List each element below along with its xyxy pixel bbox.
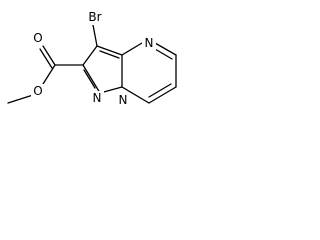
- bond-c6-c7-inner: [148, 83, 172, 98]
- bond-n1-c2: [82, 64, 101, 94]
- atom-bridgehead-nitrogen: N: [119, 93, 128, 107]
- atom-carbonyl-oxygen: O: [33, 31, 42, 45]
- chemical-structure-diagram: Br N N N O O: [7, 10, 177, 107]
- bond-n1-c2-inner: [83, 69, 96, 89]
- bond-n4-c5: [154, 42, 177, 56]
- bond-c3-br: [92, 24, 98, 47]
- atom-bromine: Br: [88, 10, 101, 24]
- bond-carbonyl-o-b: [39, 48, 53, 69]
- bond-c3-c3a-inner: [99, 50, 120, 59]
- atom-labels: Br N N N O O: [31, 10, 156, 107]
- bond-c3-c3a: [96, 45, 123, 56]
- bond-carbonyl-o-a: [42, 45, 56, 66]
- bond-c3a-n4: [121, 42, 143, 56]
- bond-c6-c7: [148, 86, 177, 104]
- atom-ester-oxygen: O: [33, 84, 42, 98]
- atom-pyrazole-nitrogen: N: [93, 91, 102, 105]
- bond-oester-methyl: [7, 94, 34, 104]
- bond-c7-n7a: [121, 86, 150, 104]
- bond-c2-c3: [82, 45, 98, 66]
- bond-ccarbonyl-oester: [42, 64, 56, 85]
- bond-n4-c5-inner: [154, 48, 173, 60]
- bond-lines: [7, 24, 177, 104]
- atom-pyrimidine-nitrogen: N: [145, 36, 154, 50]
